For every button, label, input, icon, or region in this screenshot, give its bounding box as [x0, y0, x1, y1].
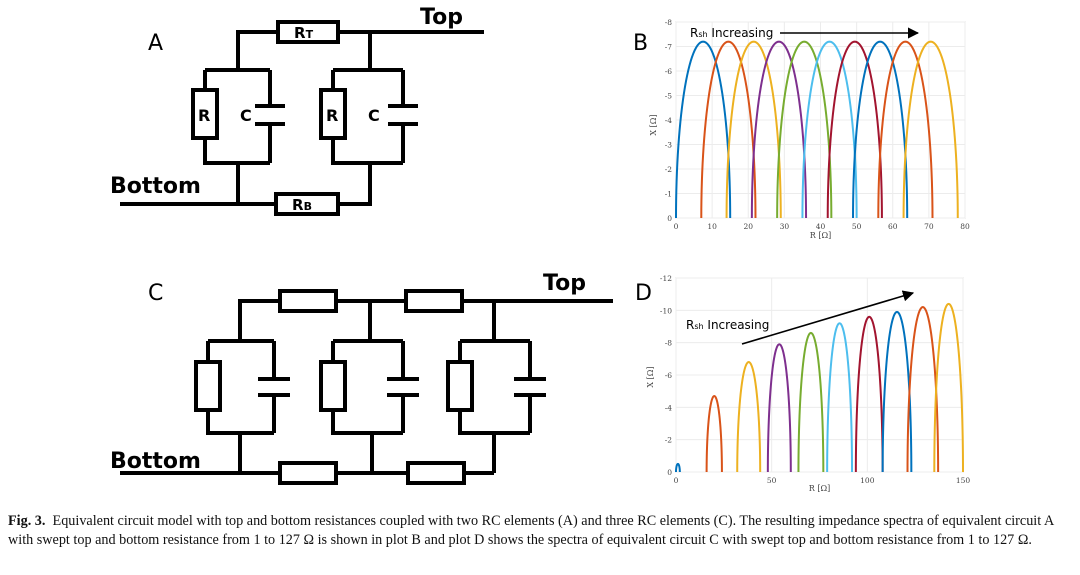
- y-axis-label: X [Ω]: [649, 114, 658, 135]
- impedance-arc-1: [675, 462, 681, 473]
- x-tick-label: 50: [767, 476, 777, 485]
- capacitor-c1: [255, 104, 285, 126]
- resistor-rt: [276, 20, 340, 44]
- resistor-branch-2: [319, 360, 347, 412]
- resistor-top-2: [404, 289, 464, 313]
- x-tick-label: 30: [780, 222, 790, 231]
- y-tick-label: -3: [665, 141, 673, 150]
- y-tick-label: -2: [665, 436, 673, 445]
- c1-label: C: [240, 106, 252, 125]
- circuit-c: C Top Bottom: [110, 271, 613, 485]
- panel-letter-d: D: [635, 281, 652, 306]
- figure-caption: Fig. 3. Equivalent circuit model with to…: [8, 512, 1074, 550]
- y-tick-label: -7: [665, 43, 673, 52]
- capacitor-branch-2: [387, 377, 419, 397]
- y-tick-label: 0: [667, 468, 672, 477]
- x-tick-label: 100: [860, 476, 875, 485]
- impedance-arc-2: [700, 40, 757, 219]
- bottom-terminal-label-c: Bottom: [110, 449, 201, 474]
- capacitor-branch-1: [258, 377, 290, 397]
- impedance-arc-10: [933, 302, 964, 473]
- impedance-chart-b: 0 10 20 30 40 50 60 70 80 0 -1 -2 -3 -4 -5 -6 -7 -8 R [Ω] X…: [649, 18, 970, 240]
- y-tick-label: -12: [660, 274, 672, 283]
- x-tick-label: 40: [816, 222, 826, 231]
- annotation-d: Rsh Increasing: [686, 290, 915, 345]
- y-tick-label: -2: [665, 165, 673, 174]
- rsh-increasing-label-b: Rsh Increasing: [690, 26, 773, 40]
- x-tick-label: 80: [960, 222, 970, 231]
- resistor-branch-1: [194, 360, 222, 412]
- panel-letter-b: B: [633, 31, 648, 56]
- panel-letter-a: A: [148, 31, 163, 56]
- annotation-b: Rsh Increasing: [690, 26, 920, 40]
- impedance-arc-10: [902, 40, 959, 219]
- resistor-branch-3: [446, 360, 474, 412]
- caption-text: Equivalent circuit model with top and bo…: [8, 513, 1054, 548]
- r2-label: R: [326, 106, 338, 125]
- x-tick-label: 20: [743, 222, 753, 231]
- x-tick-label: 0: [674, 476, 679, 485]
- x-tick-label: 0: [674, 222, 679, 231]
- capacitor-c2: [388, 104, 418, 126]
- impedance-arc-4: [766, 343, 792, 473]
- y-tick-label: -4: [665, 403, 673, 412]
- resistor-bottom-2: [406, 461, 466, 485]
- impedance-arc-4: [750, 40, 808, 219]
- y-tick-label: -6: [665, 67, 673, 76]
- rb-label: RB: [292, 196, 312, 214]
- impedance-arc-3: [736, 361, 762, 473]
- r1-label: R: [198, 106, 210, 125]
- y-tick-label: -8: [665, 339, 673, 348]
- c2-label: C: [368, 106, 380, 125]
- impedance-chart-d: 0 50 100 150 0 -2 -4 -6 -8 -10 -12 R [Ω] X [Ω]: [646, 274, 970, 493]
- x-axis-label: R [Ω]: [809, 484, 830, 493]
- rt-label: RT: [294, 24, 314, 42]
- resistor-r1: [191, 88, 219, 140]
- impedance-arc-6: [826, 322, 854, 473]
- y-tick-label: -5: [665, 92, 673, 101]
- wires-a: [120, 30, 484, 206]
- circuit-a: A Top Bottom RT RB R R: [110, 5, 484, 216]
- impedance-arc-7: [826, 40, 883, 219]
- y-tick-label: 0: [667, 214, 672, 223]
- impedance-arc-9: [877, 40, 934, 219]
- x-tick-label: 150: [956, 476, 971, 485]
- bottom-terminal-label-a: Bottom: [110, 174, 201, 199]
- impedance-arc-5: [797, 331, 825, 473]
- y-tick-label: -1: [665, 190, 672, 199]
- resistor-bottom-1: [278, 461, 338, 485]
- top-terminal-label-a: Top: [420, 5, 463, 30]
- y-tick-label: -10: [660, 306, 672, 315]
- resistor-r2: [319, 88, 347, 140]
- impedance-arc-6: [801, 40, 858, 219]
- y-tick-label: -8: [665, 18, 673, 27]
- x-tick-label: 10: [707, 222, 717, 231]
- y-axis-label: X [Ω]: [646, 366, 655, 387]
- resistor-rb: [274, 192, 340, 216]
- rsh-arrow-d: [741, 290, 915, 345]
- x-tick-label: 60: [888, 222, 898, 231]
- x-tick-label: 70: [924, 222, 934, 231]
- caption-label: Fig. 3.: [8, 513, 46, 529]
- impedance-arc-5: [776, 40, 833, 219]
- x-tick-label: 50: [852, 222, 862, 231]
- panel-letter-c: C: [148, 281, 163, 306]
- resistor-top-1: [278, 289, 338, 313]
- y-tick-label: -4: [665, 116, 673, 125]
- y-tick-label: -6: [665, 371, 673, 380]
- impedance-arc-3: [725, 40, 782, 219]
- impedance-arc-2: [705, 394, 723, 473]
- impedance-arc-8: [852, 40, 909, 219]
- rsh-increasing-label-d: Rsh Increasing: [686, 318, 769, 332]
- impedance-arc-7: [854, 315, 884, 473]
- x-axis-label: R [Ω]: [810, 231, 831, 240]
- wires-c: [120, 299, 613, 475]
- capacitor-branch-3: [514, 377, 546, 397]
- top-terminal-label-c: Top: [543, 271, 586, 296]
- impedance-arc-1: [675, 40, 732, 219]
